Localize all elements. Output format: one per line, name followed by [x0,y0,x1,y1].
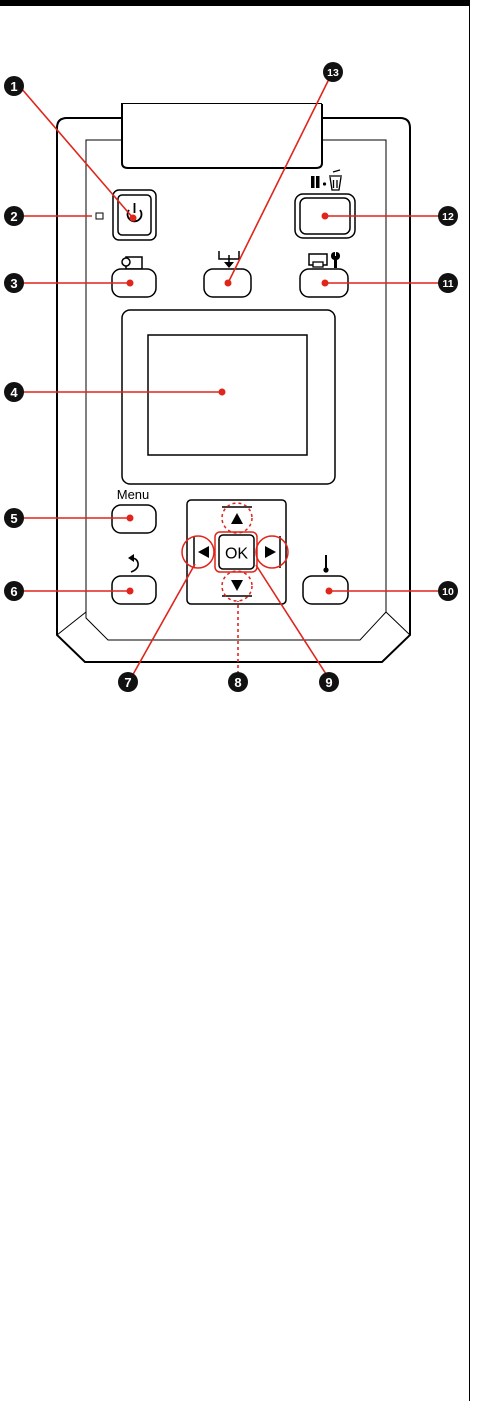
power-led [96,213,103,219]
callout-9: 9 [319,672,339,692]
callout-13: 13 [323,62,343,82]
callout-12: 12 [438,206,458,226]
svg-text:2: 2 [10,209,17,224]
svg-text:10: 10 [442,586,454,598]
svg-text:8: 8 [234,675,241,690]
svg-text:6: 6 [10,584,17,599]
svg-text:7: 7 [124,675,131,690]
svg-text:9: 9 [325,675,332,690]
svg-text:5: 5 [10,511,17,526]
svg-text:4: 4 [10,385,18,400]
callout-5: 5 [4,508,24,528]
svg-text:11: 11 [442,278,453,290]
callout-4: 4 [4,382,24,402]
ok-label: OK [225,546,248,563]
svg-text:1: 1 [10,79,17,94]
menu-label: Menu [117,487,150,502]
callout-8: 8 [228,672,248,692]
callout-3: 3 [4,273,24,293]
svg-text:13: 13 [327,67,339,79]
ok-button[interactable]: OK [215,532,257,572]
callout-6: 6 [4,581,24,601]
svg-text:12: 12 [442,211,454,223]
callout-2: 2 [4,206,24,226]
callout-11: 11 [438,273,458,293]
lcd-screen [122,310,335,484]
callout-1: 1 [4,76,24,96]
callout-7: 7 [118,672,138,692]
svg-text:3: 3 [10,276,17,291]
callout-10: 10 [438,581,458,601]
